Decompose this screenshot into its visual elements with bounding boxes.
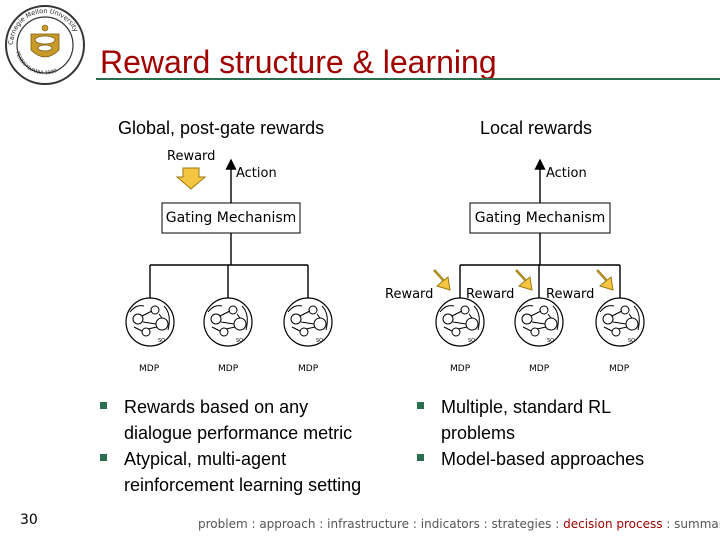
footer-separator: : [247, 517, 260, 531]
left-bullet-list: Rewards based on any dialogue performanc… [96, 394, 396, 498]
right-gating-mechanism: Gating Mechanism [474, 210, 606, 226]
left-action-label: Action [236, 166, 277, 181]
slide-title: Reward structure & learning [100, 44, 497, 80]
right-bullet-1-line2: problems [441, 423, 516, 443]
bullet-marker-icon [100, 454, 107, 461]
right-mdp-label-3: MDP [609, 364, 630, 374]
left-mdp-label-3: MDP [298, 364, 319, 374]
footer-item-infrastructure[interactable]: infrastructure [327, 517, 410, 531]
footer-separator: : [315, 517, 328, 531]
left-bullet-1: Rewards based on any dialogue performanc… [96, 394, 396, 446]
footer-item-indicators[interactable]: indicators [420, 517, 480, 531]
right-reward-label-2: Reward [466, 287, 515, 302]
right-bullet-1-line1: Multiple, standard RL [441, 397, 612, 417]
university-seal-logo: Carnegie Mellon University PENNSYLVANIA … [5, 5, 85, 85]
footer-separator: : [551, 517, 564, 531]
right-panel-heading: Local rewards [480, 118, 593, 138]
left-mdp-label-2: MDP [218, 364, 239, 374]
bullet-marker-icon [100, 402, 107, 409]
left-panel-heading: Global, post-gate rewards [118, 118, 325, 138]
right-action-label: Action [546, 166, 587, 181]
left-bullet-2-line2: reinforcement learning setting [124, 475, 362, 495]
left-reward-label: Reward [167, 149, 216, 164]
right-reward-label-1: Reward [385, 287, 434, 302]
right-reward-label-3: Reward [546, 287, 595, 302]
bullet-marker-icon [417, 402, 424, 409]
right-bullet-2: Model-based approaches [413, 446, 713, 472]
slide-number: 30 [20, 512, 38, 528]
right-mdp-label-2: MDP [529, 364, 550, 374]
footer-separator: : [662, 517, 675, 531]
footer-navigation: problem : approach : infrastructure : in… [198, 517, 720, 531]
left-bullet-2: Atypical, multi-agent reinforcement lear… [96, 446, 396, 498]
right-bullet-2-line1: Model-based approaches [441, 449, 645, 469]
left-bullet-1-line1: Rewards based on any [124, 397, 309, 417]
footer-item-summary[interactable]: summary [674, 517, 720, 531]
footer-separator: : [479, 517, 492, 531]
footer-item-approach[interactable]: approach [259, 517, 316, 531]
right-mdp-label-1: MDP [450, 364, 471, 374]
right-bullet-1: Multiple, standard RL problems [413, 394, 713, 446]
left-bullet-1-line2: dialogue performance metric [124, 423, 353, 443]
right-bullet-list: Multiple, standard RL problems Model-bas… [413, 394, 713, 472]
bullet-marker-icon [417, 454, 424, 461]
footer-item-decision-process[interactable]: decision process [563, 517, 663, 531]
left-mdp-label-1: MDP [139, 364, 160, 374]
title-underline [96, 78, 720, 80]
left-gating-mechanism: Gating Mechanism [165, 210, 297, 226]
left-bullet-2-line1: Atypical, multi-agent [124, 449, 287, 469]
footer-item-problem[interactable]: problem [198, 517, 248, 531]
footer-separator: : [409, 517, 421, 531]
footer-item-strategies[interactable]: strategies [491, 517, 552, 531]
